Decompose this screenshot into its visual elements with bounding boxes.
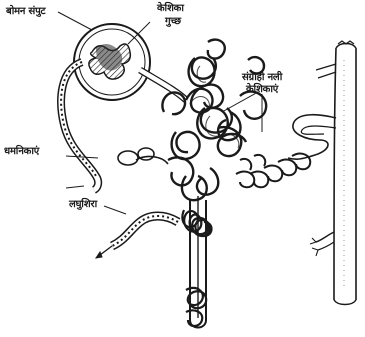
- leader-venule: [104, 206, 126, 214]
- venule-vessel: [96, 216, 178, 258]
- label-arteriole: धमनिकाएं: [4, 146, 39, 157]
- label-glomerulus-line1: केशिका: [157, 3, 184, 14]
- label-venule: लघुशिरा: [69, 199, 97, 210]
- leader-capsule: [58, 12, 92, 30]
- label-collecting-duct-line1: संग्राही नली: [242, 72, 282, 83]
- collecting-duct: [288, 41, 356, 305]
- loop-of-henle: [182, 196, 211, 328]
- convoluted-tubules: [162, 40, 266, 201]
- label-collecting-duct-line2: केशिकाएं: [246, 84, 278, 95]
- bowman-capsule: [74, 24, 150, 100]
- leader-arteriole-arrow: [66, 186, 84, 188]
- arteriole-connector: [118, 148, 168, 165]
- label-bowman-capsule: बोमन संपुट: [6, 6, 45, 17]
- label-glomerulus-line2: गुच्छ: [165, 16, 181, 27]
- efferent-vessel: [140, 70, 186, 100]
